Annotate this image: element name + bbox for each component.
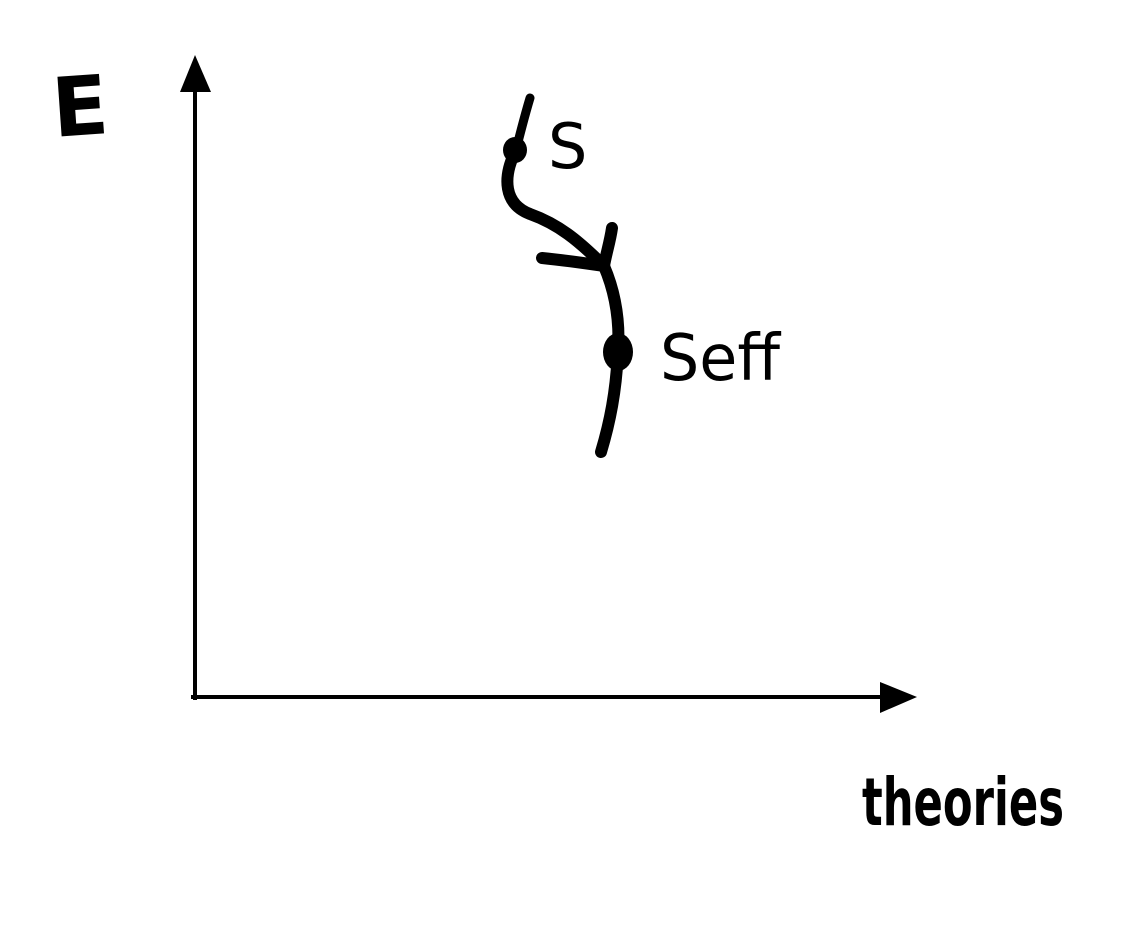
axes <box>180 55 917 713</box>
point-s-label: S <box>548 110 587 183</box>
point-s-marker <box>503 137 527 163</box>
flow-arrow-head-right <box>598 222 618 272</box>
x-axis-arrowhead <box>880 682 917 713</box>
flow-curve <box>501 93 625 458</box>
y-axis-arrowhead <box>180 55 211 92</box>
flow-arrow-head-left <box>536 252 610 272</box>
point-seff-marker <box>603 333 633 371</box>
y-axis-label: E <box>49 58 112 157</box>
point-seff-label: Seff <box>660 322 782 396</box>
flow-curve-line <box>501 144 625 458</box>
x-axis-label: theories <box>862 764 1064 841</box>
